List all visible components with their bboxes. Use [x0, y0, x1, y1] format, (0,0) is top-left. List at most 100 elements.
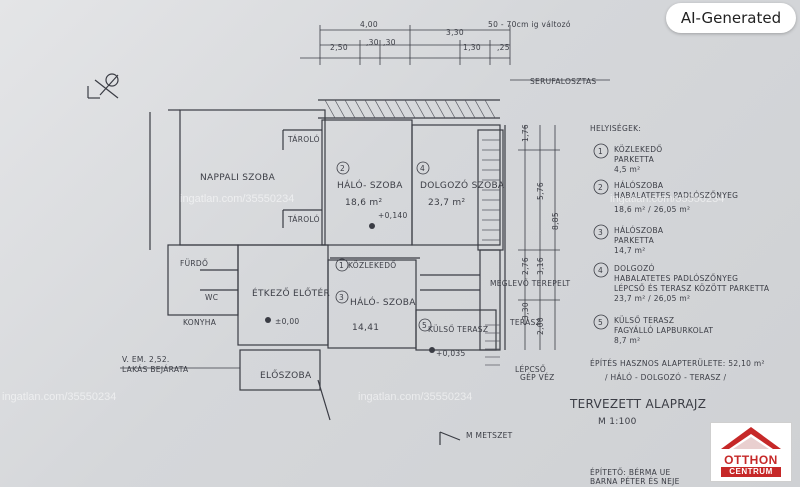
- dim-top-7: 1,30: [463, 43, 481, 52]
- legend-line: LÉPCSŐ ÉS TERASZ KÖZÖTT PARKETTA: [614, 284, 770, 293]
- legend-line: HABALATETES PADLÓSZŐNYEG: [614, 274, 738, 283]
- legend-line: PARKETTA: [614, 236, 655, 245]
- legend-line: 18,6 m² / 26,05 m²: [614, 205, 690, 214]
- ai-generated-label: AI-Generated: [680, 9, 782, 27]
- furdo-walls: [167, 244, 239, 316]
- legend-summary: / HÁLÓ - DOLGOZÓ - TERASZ /: [605, 373, 726, 382]
- room-lepcso: LÉPCSŐ: [515, 365, 546, 374]
- room-number: 3: [339, 293, 344, 302]
- watermarks: ingatlan.com/35550234 ingatlan.com/35550…: [2, 193, 724, 403]
- room-etkezo: ÉTKEZŐ ELŐTÉR: [252, 287, 330, 299]
- legend-line: KÜLSŐ TERASZ: [614, 316, 674, 325]
- eloszoba-walls: [239, 349, 321, 391]
- level-label: +0,035: [436, 349, 466, 358]
- room-number-circles: [335, 143, 609, 332]
- notes: V. EM. 2,52. LAKÁS BEJÁRATA M METSZET GÉ…: [122, 355, 680, 486]
- room-tarolo-1: TÁROLÓ: [287, 135, 320, 144]
- legend-line: 8,7 m²: [614, 336, 640, 345]
- side-dimension-labels: 1,76 5,76 8,85 3,16 2,76 3,30 2,00: [521, 124, 560, 335]
- legend-num: 1: [598, 147, 603, 156]
- level-marker: [369, 223, 375, 229]
- level-label: ±0,00: [275, 317, 299, 326]
- side-dim: 1,76: [521, 124, 530, 142]
- roof-hatching: [324, 99, 500, 366]
- dim-top-4: 2,50: [330, 43, 348, 52]
- room-halo-2: HÁLÓ- SZOBA: [350, 296, 416, 308]
- dim-top-3: 50 - 70cm ig változó: [488, 20, 571, 29]
- note-builder: ÉPÍTETŐ: BÉRMA UE: [590, 468, 671, 477]
- note-level: V. EM. 2,52.: [122, 355, 170, 364]
- level-label: +0,140: [378, 211, 408, 220]
- room-number: 2: [340, 164, 345, 173]
- room-meglevo: MEGLEVŐ TEREPELT: [490, 279, 571, 288]
- dim-top-8: ,25: [497, 43, 510, 52]
- title-block: TERVEZETT ALAPRAJZ M 1:100: [569, 397, 706, 427]
- side-dim: 3,30: [521, 302, 530, 320]
- level-labels: +0,140 ±0,00 +0,035: [275, 211, 466, 358]
- house-roof-icon: [721, 427, 781, 449]
- dolgozo-walls: [411, 124, 501, 246]
- dim-top-2: 3,30: [446, 28, 464, 37]
- legend-line: HÁLÓSZOBA: [614, 226, 664, 235]
- room-halo-1-area: 18,6 m²: [345, 198, 382, 208]
- side-dim: 2,76: [521, 257, 530, 275]
- watermark: ingatlan.com/35550234: [180, 193, 294, 205]
- plan-title: TERVEZETT ALAPRAJZ: [569, 397, 706, 411]
- note-section: M METSZET: [466, 431, 513, 440]
- logo-text-otthon: OTTHON: [724, 453, 778, 467]
- halo2-walls: [327, 259, 417, 349]
- ai-generated-badge: AI-Generated: [666, 3, 796, 33]
- room-number: 5: [422, 321, 427, 330]
- room-dolgozo-area: 23,7 m²: [428, 198, 465, 208]
- plan-scale: M 1:100: [598, 417, 637, 427]
- room-konyha: KONYHA: [183, 318, 217, 327]
- watermark: ingatlan.com/35550234: [610, 193, 724, 205]
- level-marker: [265, 317, 271, 323]
- legend-line: KÖZLEKEDŐ: [614, 145, 663, 154]
- room-nappali: NAPPALI SZOBA: [200, 173, 276, 183]
- room-halo-1: HÁLÓ- SZOBA: [337, 179, 403, 191]
- dim-top-5: ,30: [366, 38, 379, 47]
- level-markers: [265, 223, 435, 353]
- section-label: SERUFALOSZTAS: [530, 77, 596, 86]
- legend-num: 5: [598, 318, 603, 327]
- level-marker: [429, 347, 435, 353]
- side-dim: 3,16: [536, 257, 545, 275]
- watermark: ingatlan.com/35550234: [358, 391, 472, 403]
- room-kozlekedo: KÖZLEKEDŐ: [348, 261, 397, 270]
- legend-line: 14,7 m²: [614, 246, 646, 255]
- room-kulso-terasz: KÜLSŐ TERASZ: [428, 325, 488, 334]
- room-furdo: FÜRDŐ: [180, 259, 208, 268]
- dimension-lines: [120, 25, 610, 369]
- room-number-labels: 2 4 1 3 5: [339, 164, 427, 330]
- side-dim: 2,00: [536, 317, 545, 335]
- room-eloszoba: ELŐSZOBA: [260, 370, 312, 381]
- room-terasz: TERÁSZ: [509, 318, 541, 327]
- legend-num: 2: [598, 183, 603, 192]
- room-dolgozo: DOLGOZÓ SZOBA: [420, 179, 505, 191]
- terrace-wall: [479, 249, 501, 351]
- room-number: 4: [420, 164, 425, 173]
- side-dim: 8,85: [551, 212, 560, 230]
- room-labels: NAPPALI SZOBA TÁROLÓ TÁROLÓ HÁLÓ- SZOBA …: [180, 135, 571, 381]
- otthon-centrum-logo: OTTHON CENTRUM: [710, 422, 792, 482]
- side-dim: 5,76: [536, 182, 545, 200]
- note-builder-2: BARNA PÉTER ÉS NEJE: [590, 477, 680, 486]
- dim-top-6: ,30: [383, 38, 396, 47]
- note-entrance: LAKÁS BEJÁRATA: [122, 365, 189, 374]
- dimension-labels: 4,00 3,30 50 - 70cm ig változó 2,50 ,30 …: [330, 20, 596, 86]
- legend-num: 3: [598, 228, 603, 237]
- legend-line: DOLGOZÓ: [614, 264, 655, 273]
- wall-lines: [87, 73, 506, 445]
- legend-summary: ÉPÍTÉS HASZNOS ALAPTERÜLETE: 52,10 m²: [590, 359, 765, 368]
- watermark: ingatlan.com/35550234: [2, 391, 116, 403]
- legend-line: HÁLÓSZOBA: [614, 181, 664, 190]
- kulso-terasz-walls: [415, 309, 497, 351]
- legend-line: HABALATETES PADLÓSZŐNYEG: [614, 191, 738, 200]
- dim-top-1: 4,00: [360, 20, 378, 29]
- legend-title: HELYISÉGEK:: [590, 124, 641, 133]
- legend-line: FAGYÁLLÓ LAPBURKOLAT: [614, 326, 713, 335]
- room-halo-2-area: 14,41: [352, 323, 379, 333]
